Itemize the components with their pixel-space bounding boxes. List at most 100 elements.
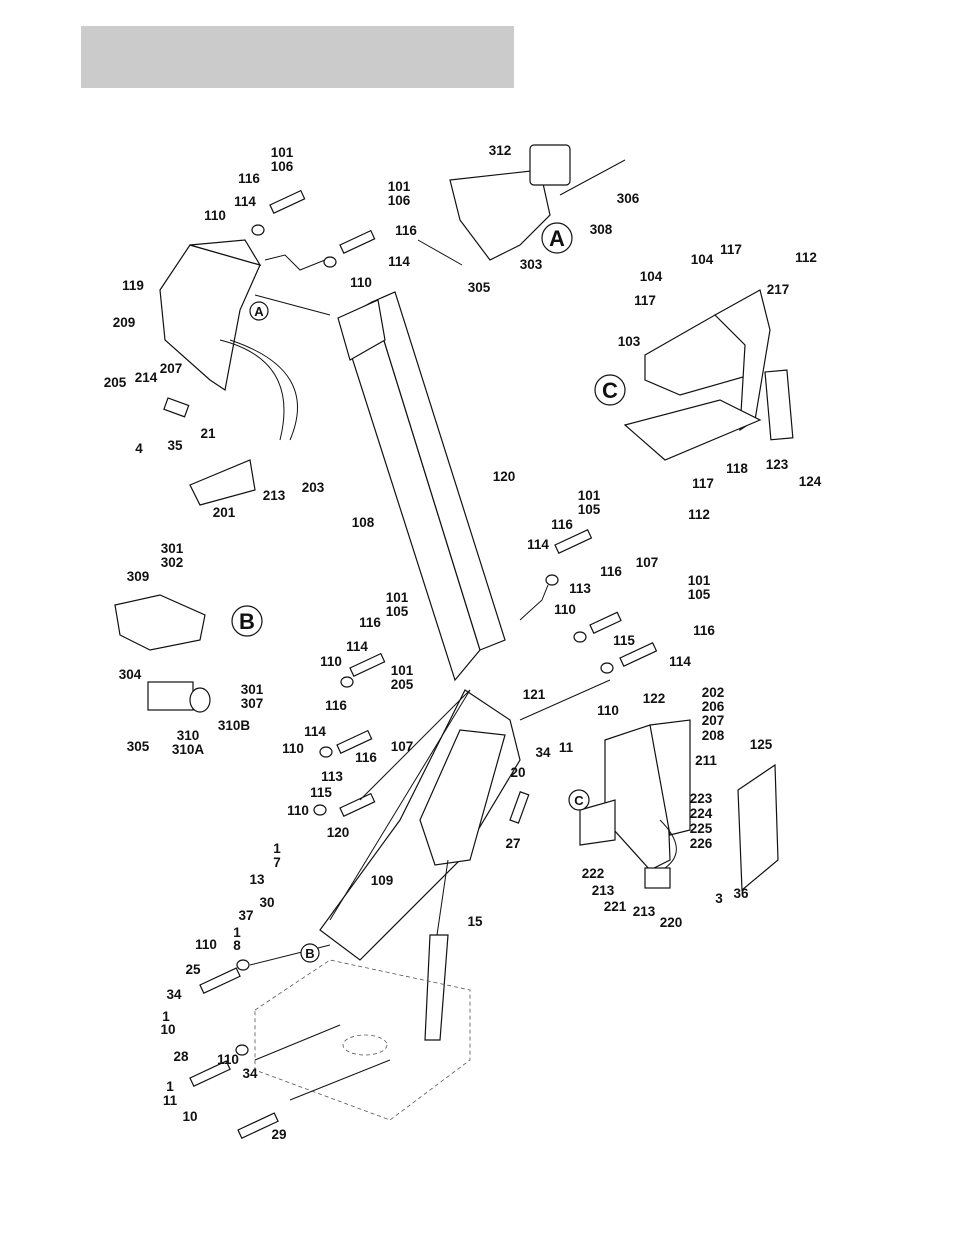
callout: 110 [597,703,619,718]
callout: 13 [249,872,265,887]
callout: 1 [162,1009,170,1024]
callout: 29 [271,1127,286,1142]
callout: 20 [510,765,525,780]
pin [189,1060,231,1087]
callout: 207 [702,713,725,728]
callout: 27 [505,836,520,851]
switch-310 [147,681,194,711]
bracket-304 [114,594,206,651]
callout: 110 [204,208,226,223]
leader-line [417,239,463,266]
callout: 223 [690,791,713,806]
pin [336,729,373,754]
callout: 113 [569,581,591,596]
callout: 217 [767,282,790,297]
callout: 225 [690,821,713,836]
leader-line [519,679,611,721]
marker-letter: C [602,378,618,403]
callout: 124 [799,474,822,489]
pin [339,229,376,254]
callout: 110 [320,654,342,669]
bushing [600,662,614,674]
boom-edge-line [329,689,471,921]
callout: 103 [618,334,641,349]
callout: 116 [693,623,715,638]
callout: 220 [660,915,683,930]
callout: 101 [271,145,294,160]
bushing [313,804,327,816]
leader-line [254,294,331,316]
movement-arrow [219,339,285,441]
view-marker-a-top: A [541,222,573,254]
header-box [81,26,514,88]
callout: 208 [702,728,725,743]
callout: 202 [702,685,725,700]
callout: 106 [271,159,294,174]
callout: 107 [391,739,414,754]
callout: 7 [273,855,281,870]
marker-letter: A [549,226,565,251]
base-frame-opening [342,1034,388,1056]
plate-118 [623,399,762,461]
diagram-linework [114,144,794,1139]
plate-122-side [649,719,691,836]
callout: 1 [273,841,281,856]
callout: 310B [218,718,251,733]
callout: 115 [310,785,332,800]
callout: 211 [695,753,717,768]
marker-circle [231,605,263,637]
marker-letter: A [254,304,264,319]
callout: 309 [127,569,150,584]
callout: 119 [122,278,144,293]
callout: 116 [238,171,260,186]
callout: 310 [177,728,200,743]
callout: 203 [302,480,325,495]
callout: 25 [185,962,201,977]
callout: 214 [135,370,158,385]
callout-labels: 101 106 116 114 110 101 106 116 114 110 … [104,143,822,1142]
callout: 114 [527,537,549,552]
callout: 304 [119,667,142,682]
callout: 116 [395,223,417,238]
callout: 15 [467,914,483,929]
bushing [340,676,354,688]
bracket-119-top [189,239,262,266]
callout: 110 [217,1052,239,1067]
callout: 301 [241,682,264,697]
callout: 116 [325,698,347,713]
callout: 310A [172,742,205,757]
callout: 36 [733,886,749,901]
callout: 107 [636,555,659,570]
callout: 116 [600,564,622,579]
pin [199,967,241,994]
bushing [573,631,587,643]
pin [237,1112,279,1139]
callout: 110 [287,803,309,818]
callout: 101 [688,573,711,588]
callout: 306 [617,191,640,206]
callout: 207 [160,361,183,376]
callout: 104 [691,252,714,267]
callout: 305 [127,739,150,754]
base-frame [254,959,471,1121]
callout: 222 [582,866,605,881]
callout: 11 [163,1093,178,1108]
callout: 34 [242,1066,258,1081]
callout: 117 [692,476,714,491]
leader-line [359,689,471,801]
callout: 101 [578,488,601,503]
callout: 308 [590,222,613,237]
callout: 112 [688,507,710,522]
view-marker-b-bottom: B [300,943,320,963]
guard-125 [737,763,779,892]
leader-line [519,584,549,621]
strip-123 [764,369,794,441]
callout: 116 [355,750,377,765]
callout: 120 [493,469,516,484]
marker-letter: B [305,946,314,961]
callout: 114 [304,724,326,739]
pin [269,189,306,214]
callout: 28 [173,1049,189,1064]
callout: 123 [766,457,789,472]
